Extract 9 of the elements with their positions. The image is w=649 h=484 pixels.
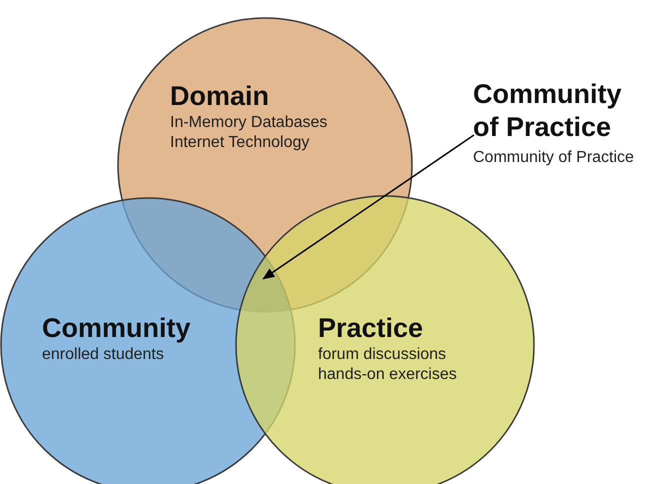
- callout-heading: Community of Practice: [473, 78, 622, 144]
- leader-arrow: [262, 134, 474, 280]
- circle-heading: Community: [42, 313, 190, 343]
- circle-description: In-Memory Databases Internet Technology: [170, 113, 328, 153]
- circle-heading: Practice: [318, 313, 424, 343]
- circle-heading: Domain: [170, 81, 270, 111]
- callout-description: Community of Practice: [473, 148, 635, 168]
- circle-description: enrolled students: [42, 345, 165, 365]
- circle-description: forum discussions hands-on exercises: [318, 345, 458, 385]
